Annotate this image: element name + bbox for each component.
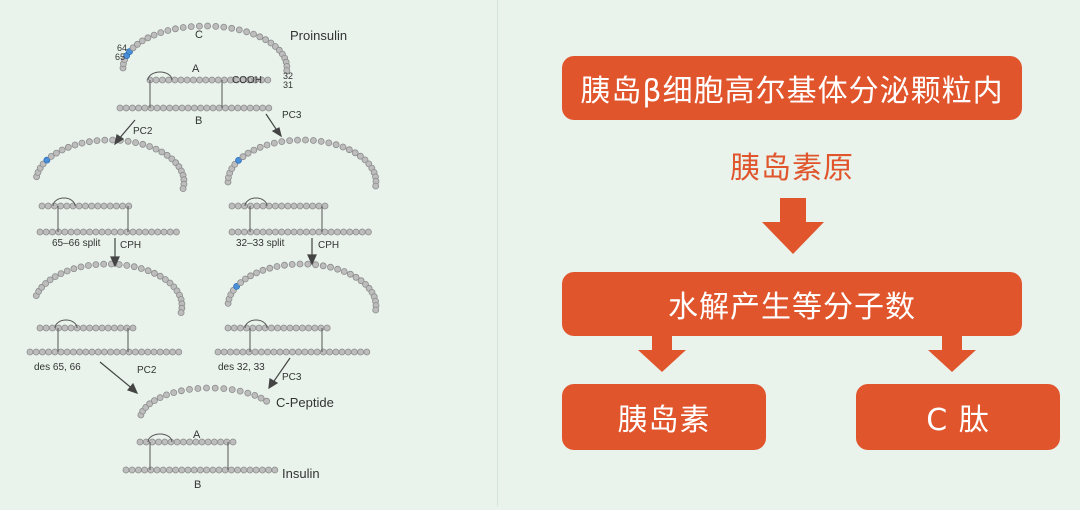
pc2-arrow-head-bottom bbox=[126, 382, 139, 394]
chain-b-label: B bbox=[195, 115, 202, 127]
bond-lines bbox=[52, 71, 323, 470]
position-31-label: 31 bbox=[283, 80, 293, 90]
diagram-canvas: Proinsulin C A B COOH 64 65 32 31 PC2 PC… bbox=[26, 22, 380, 491]
insulin-chain-a-label: A bbox=[193, 429, 201, 441]
pc3-arrow-head-top bbox=[271, 127, 282, 138]
pc2-label-bottom: PC2 bbox=[137, 365, 157, 376]
panel-divider bbox=[497, 0, 498, 506]
flow-step-proinsulin-text: 胰岛素原 bbox=[730, 151, 854, 186]
down-arrow-right bbox=[928, 336, 976, 372]
cph-arrow-head-left bbox=[110, 256, 120, 268]
chain-c-label: C bbox=[195, 29, 203, 41]
pc2-arrow-top bbox=[117, 119, 136, 141]
pc3-arrow-bottom bbox=[271, 357, 291, 385]
flow-result-insulin: 胰岛素 bbox=[562, 384, 766, 450]
flow-result-c-peptide-text: C 肽 bbox=[926, 403, 990, 438]
cph-label-left: CPH bbox=[120, 240, 141, 251]
flow-step-golgi-granule-text: 胰岛β细胞高尔基体分泌颗粒内 bbox=[580, 74, 1004, 109]
down-arrow-left bbox=[638, 336, 686, 372]
down-arrow-main bbox=[762, 198, 824, 254]
des-6566-label: des 65, 66 bbox=[34, 362, 81, 373]
cph-arrow-head-right bbox=[307, 254, 317, 266]
flow-result-insulin-text: 胰岛素 bbox=[617, 403, 711, 438]
pc2-arrow-head-top bbox=[114, 134, 125, 146]
flow-result-c-peptide: C 肽 bbox=[856, 384, 1060, 450]
position-65-label: 65 bbox=[115, 52, 125, 62]
c-peptide-label: C-Peptide bbox=[276, 395, 334, 410]
chain-a-label: A bbox=[192, 63, 200, 75]
flow-step-hydrolysis: 水解产生等分子数 bbox=[562, 272, 1022, 336]
insulin-chain-b-label: B bbox=[194, 479, 201, 491]
flow-step-proinsulin: 胰岛素原 bbox=[562, 140, 1022, 190]
proinsulin-label: Proinsulin bbox=[290, 28, 347, 43]
pc3-label-bottom: PC3 bbox=[282, 372, 302, 383]
insulin-label: Insulin bbox=[282, 466, 320, 481]
cph-label-right: CPH bbox=[318, 240, 339, 251]
pc2-arrow-bottom bbox=[99, 361, 135, 391]
flow-step-golgi-granule: 胰岛β细胞高尔基体分泌颗粒内 bbox=[562, 56, 1022, 120]
position-64-label: 64 bbox=[117, 43, 127, 53]
des-3233-label: des 32, 33 bbox=[218, 362, 265, 373]
split-3233-label: 32–33 split bbox=[236, 238, 285, 249]
pc2-label-top: PC2 bbox=[133, 126, 153, 137]
cooh-label: COOH bbox=[232, 75, 262, 86]
flow-step-hydrolysis-text: 水解产生等分子数 bbox=[668, 290, 916, 325]
split-6566-label: 65–66 split bbox=[52, 238, 101, 249]
proinsulin-processing-diagram: Proinsulin C A B COOH 64 65 32 31 PC2 PC… bbox=[0, 0, 500, 506]
flowchart-panel: 胰岛β细胞高尔基体分泌颗粒内 胰岛素原 水解产生等分子数 胰岛素 C 肽 bbox=[500, 0, 1080, 506]
pc3-arrow-head-bottom bbox=[268, 378, 279, 390]
pc3-label-top: PC3 bbox=[282, 110, 302, 121]
position-32-label: 32 bbox=[283, 71, 293, 81]
